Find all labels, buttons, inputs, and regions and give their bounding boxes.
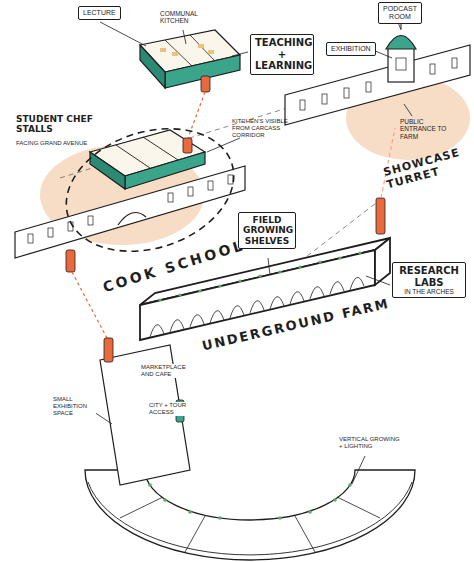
box-title: FIELD GROWING SHELVES (243, 215, 291, 246)
box-note: IN THE ARCHES (397, 288, 461, 295)
annotation: SMALL EXHIBITION SPACE (52, 396, 96, 417)
box-title: RESEARCH LABS (397, 265, 461, 288)
label-box: PODCAST ROOM (378, 2, 422, 24)
cook-school-facade (15, 166, 245, 258)
annotation: KITCHEN'S VISIBLE FROM CARCASS CORRIDOR (232, 118, 306, 139)
courtyard-building (85, 338, 415, 560)
annotation: FACING GRAND AVENUE (16, 140, 108, 147)
label-box: EXHIBITION (326, 42, 376, 56)
annotation: COMMUNAL KITCHEN (160, 10, 210, 25)
circulation-tube (201, 76, 210, 92)
annotation: MARKETPLACE AND CAFE (140, 364, 196, 378)
box-title: TEACHING + LEARNING (255, 37, 309, 72)
box-title: PODCAST ROOM (383, 5, 417, 21)
leader-lines (94, 22, 412, 484)
label-box: TEACHING + LEARNING (250, 34, 314, 75)
annotation: VERTICAL GROWING + LIGHTING (338, 436, 404, 450)
annotation: PUBLIC ENTRANCE TO FARM (400, 118, 456, 140)
label-box: RESEARCH LABSIN THE ARCHES (392, 262, 466, 298)
box-title: EXHIBITION (331, 45, 371, 53)
circulation-tube (66, 250, 75, 272)
label-box: FIELD GROWING SHELVES (238, 212, 296, 249)
teaching-module (140, 30, 240, 88)
circulation-tube (376, 198, 385, 234)
annotation: STUDENT CHEF STALLS (16, 114, 96, 135)
chef-stalls-module (90, 130, 205, 189)
box-title: LECTURE (83, 9, 116, 17)
label-box: LECTURE (78, 6, 121, 20)
annotation: CITY + TOUR ACCESS (148, 402, 196, 416)
